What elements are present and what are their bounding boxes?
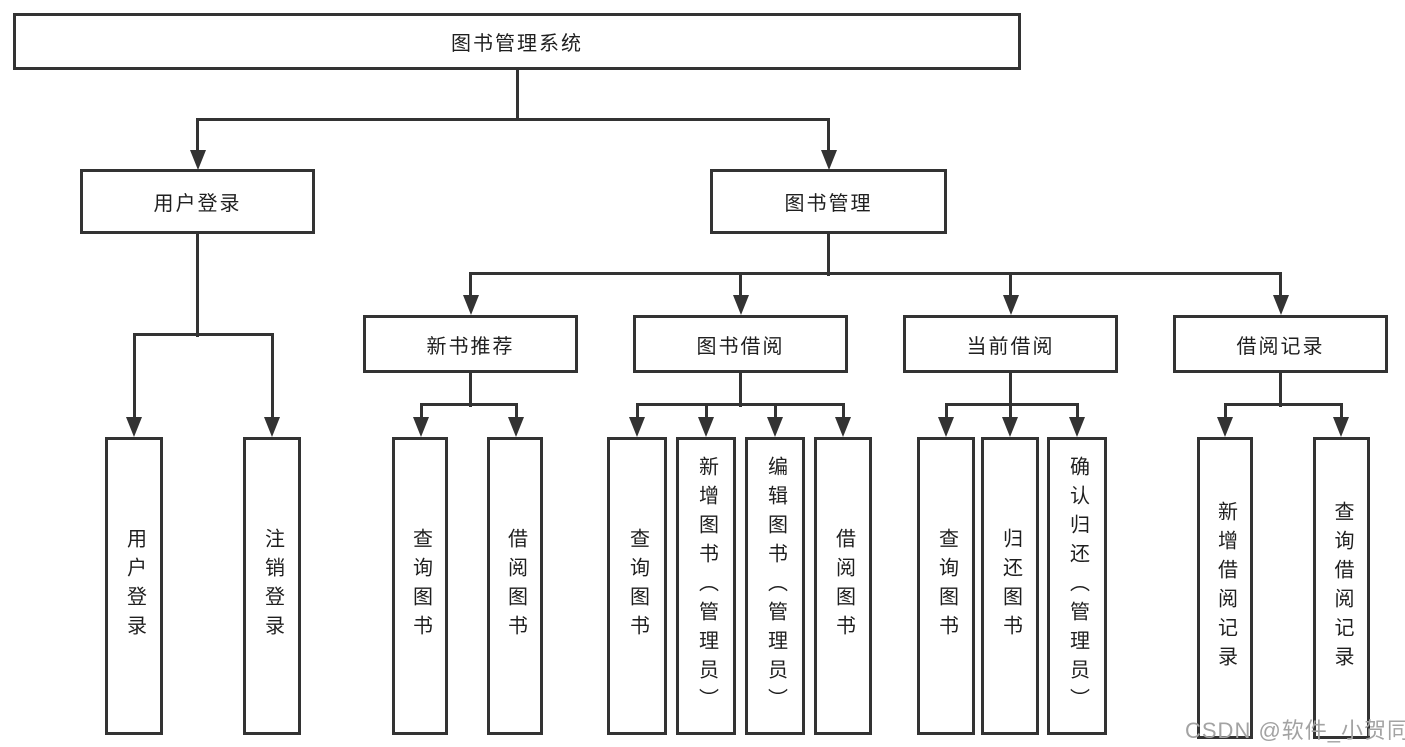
node-root-library-system: 图书管理系统 — [13, 13, 1021, 70]
connector-arrow-stem — [635, 404, 639, 423]
leaf-query-borrow-record: 查询借阅记录 — [1313, 437, 1370, 739]
node-user-login-label: 用户登录 — [153, 193, 242, 215]
arrow-down-icon — [264, 417, 280, 437]
arrow-down-icon — [835, 417, 851, 437]
connector-stub — [1279, 373, 1282, 407]
leaf-edit-book-admin: 编辑图书（管理员） — [745, 437, 805, 735]
leaf-return-book-label: 归还图书 — [999, 528, 1022, 644]
leaf-user-login-label: 用户登录 — [123, 528, 146, 644]
leaf-borrow-book: 借阅图书 — [814, 437, 872, 735]
connector-arrow-stem — [1339, 404, 1343, 423]
connector-arrow-stem — [419, 404, 423, 423]
node-root-label: 图书管理系统 — [451, 33, 583, 55]
connector-arrow-stem — [1223, 404, 1227, 423]
arrow-down-icon — [1272, 295, 1289, 315]
arrow-down-icon — [732, 295, 749, 315]
node-new-book-recommend-label: 新书推荐 — [426, 335, 515, 358]
arrow-down-icon — [938, 417, 954, 437]
arrow-down-icon — [189, 150, 206, 170]
connector-rail — [635, 402, 845, 406]
connector-arrow-stem — [841, 404, 845, 423]
leaf-edit-book-admin-label: 编辑图书（管理员） — [764, 455, 787, 717]
node-book-management-label: 图书管理 — [784, 193, 873, 215]
arrow-down-icon — [767, 417, 783, 437]
arrow-down-icon — [462, 295, 479, 315]
connector-rail — [196, 117, 830, 121]
connector-arrow-stem — [132, 334, 136, 423]
connector-arrow-stem — [514, 404, 518, 423]
connector-arrow-stem — [1009, 273, 1012, 301]
leaf-current-query-book-label: 查询图书 — [935, 528, 958, 644]
leaf-add-book-admin-label: 新增图书（管理员） — [695, 455, 718, 717]
leaf-add-borrow-record-label: 新增借阅记录 — [1214, 501, 1237, 675]
leaf-query-borrow-record-label: 查询借阅记录 — [1331, 501, 1353, 675]
connector-arrow-stem — [704, 404, 708, 423]
leaf-recommend-borrow-book: 借阅图书 — [487, 437, 543, 735]
connector-arrow-stem — [469, 273, 472, 301]
node-book-borrow-label: 图书借阅 — [696, 335, 785, 358]
connector-rail — [1223, 402, 1343, 406]
leaf-borrow-query-book-label: 查询图书 — [626, 528, 649, 644]
connector-stub — [469, 373, 472, 407]
node-current-borrow: 当前借阅 — [903, 315, 1118, 373]
arrow-down-icon — [413, 417, 429, 437]
leaf-current-query-book: 查询图书 — [917, 437, 975, 735]
connector-arrow-stem — [1075, 404, 1079, 423]
leaf-logout-label: 注销登录 — [261, 528, 284, 644]
leaf-add-book-admin: 新增图书（管理员） — [676, 437, 736, 735]
connector-stub — [196, 234, 199, 337]
connector-stub — [1009, 373, 1012, 407]
node-user-login: 用户登录 — [80, 169, 315, 234]
connector-stub — [515, 70, 519, 121]
connector-rail — [132, 332, 274, 336]
leaf-borrow-book-label: 借阅图书 — [832, 528, 855, 644]
connector-rail — [944, 402, 1079, 406]
leaf-recommend-borrow-book-label: 借阅图书 — [504, 528, 527, 644]
connector-arrow-stem — [270, 334, 274, 423]
connector-arrow-stem — [944, 404, 948, 423]
connector-rail — [419, 402, 518, 406]
node-current-borrow-label: 当前借阅 — [966, 335, 1055, 358]
leaf-recommend-query-book-label: 查询图书 — [409, 528, 432, 644]
leaf-borrow-query-book: 查询图书 — [607, 437, 667, 735]
arrow-down-icon — [629, 417, 645, 437]
node-book-management: 图书管理 — [710, 169, 947, 234]
connector-rail — [469, 271, 1282, 275]
arrow-down-icon — [1002, 295, 1019, 315]
arrow-down-icon — [1069, 417, 1085, 437]
leaf-confirm-return-admin-label: 确认归还（管理员） — [1066, 455, 1089, 717]
node-new-book-recommend: 新书推荐 — [363, 315, 578, 373]
leaf-user-login: 用户登录 — [105, 437, 163, 735]
arrow-down-icon — [1217, 417, 1233, 437]
watermark-text: CSDN @软件_小贺同学 — [1185, 718, 1405, 743]
leaf-return-book: 归还图书 — [981, 437, 1039, 735]
leaf-add-borrow-record: 新增借阅记录 — [1197, 437, 1253, 739]
leaf-confirm-return-admin: 确认归还（管理员） — [1047, 437, 1107, 735]
arrow-down-icon — [820, 150, 837, 170]
connector-arrow-stem — [827, 119, 830, 156]
leaf-recommend-query-book: 查询图书 — [392, 437, 448, 735]
arrow-down-icon — [698, 417, 714, 437]
leaf-logout: 注销登录 — [243, 437, 301, 735]
arrow-down-icon — [1002, 417, 1018, 437]
connector-arrow-stem — [773, 404, 777, 423]
arrow-down-icon — [508, 417, 524, 437]
connector-stub — [827, 234, 830, 276]
node-book-borrow: 图书借阅 — [633, 315, 848, 373]
node-borrow-record-label: 借阅记录 — [1236, 335, 1325, 358]
connector-arrow-stem — [1008, 404, 1012, 423]
connector-arrow-stem — [1279, 273, 1282, 301]
arrow-down-icon — [1333, 417, 1349, 437]
connector-arrow-stem — [739, 273, 742, 301]
node-borrow-record: 借阅记录 — [1173, 315, 1388, 373]
arrow-down-icon — [126, 417, 142, 437]
connector-arrow-stem — [196, 119, 199, 156]
connector-stub — [739, 373, 742, 407]
